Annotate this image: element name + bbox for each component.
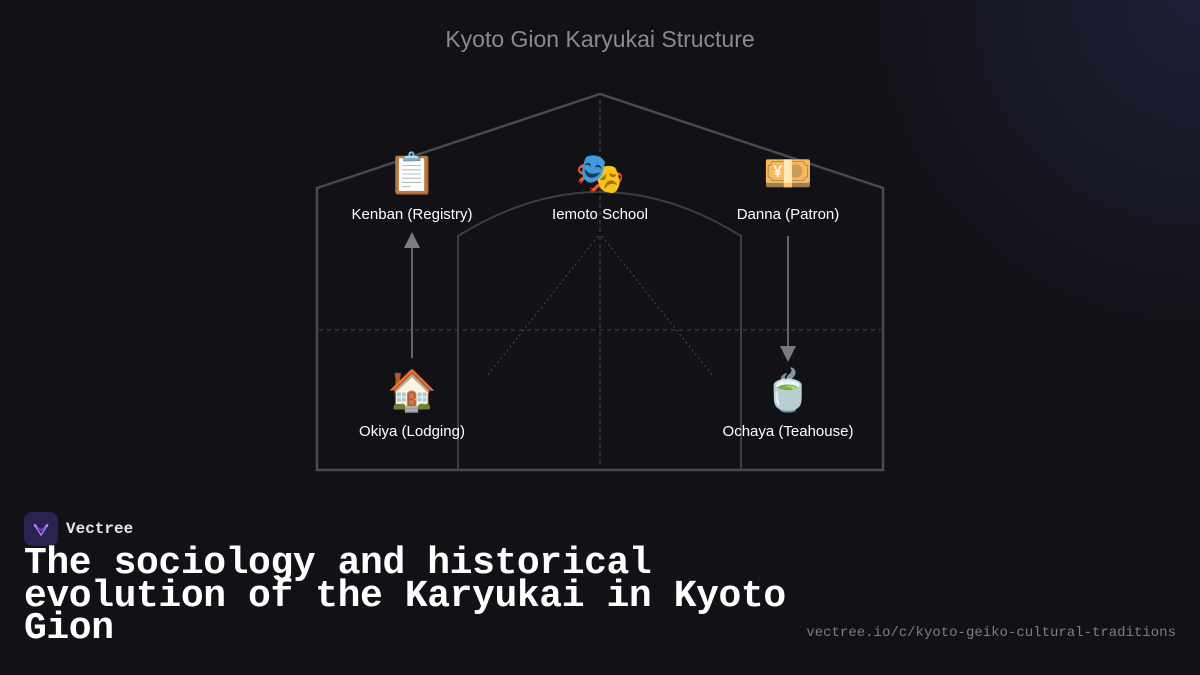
node-label: Ochaya (Teahouse) — [722, 423, 854, 440]
node-label: Danna (Patron) — [736, 206, 840, 223]
performing-arts-icon: 🎭 — [575, 152, 625, 196]
left-diagonal-dotted — [487, 235, 599, 376]
headline: The sociology and historical evolution o… — [24, 542, 786, 650]
node-label: Kenban (Registry) — [351, 206, 473, 223]
node-iemoto: 🎭 Iemoto School — [500, 150, 700, 223]
brand-name: Vectree — [66, 520, 134, 538]
house-outline — [315, 92, 885, 472]
node-ochaya: 🍵 Ochaya (Teahouse) — [688, 367, 888, 440]
right-diagonal-dotted — [601, 235, 713, 376]
node-label: Okiya (Lodging) — [359, 423, 465, 440]
brand: Vectree — [24, 512, 133, 546]
clipboard-icon: 📋 — [387, 152, 437, 196]
diagram-title: Kyoto Gion Karyukai Structure — [445, 26, 755, 52]
node-okiya: 🏠 Okiya (Lodging) — [312, 367, 512, 440]
node-kenban: 📋 Kenban (Registry) — [312, 150, 512, 223]
yen-banknote-icon: 💴 — [763, 152, 813, 196]
house-icon: 🏠 — [387, 369, 437, 413]
node-danna: 💴 Danna (Patron) — [688, 150, 888, 223]
source-url: vectree.io/c/kyoto-geiko-cultural-tradit… — [806, 625, 1176, 641]
vectree-logo-icon — [24, 512, 58, 546]
teacup-icon: 🍵 — [763, 369, 813, 413]
node-label: Iemoto School — [552, 206, 648, 223]
